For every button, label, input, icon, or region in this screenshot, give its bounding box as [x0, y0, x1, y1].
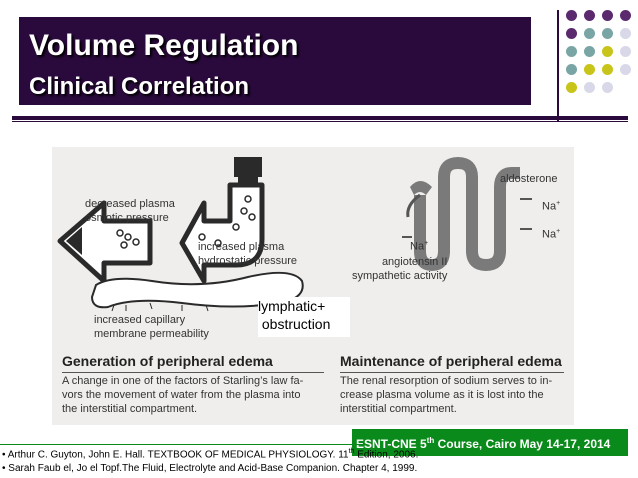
- reference-rule: [0, 444, 365, 445]
- decorative-dot: [620, 28, 631, 39]
- decorative-dot: [566, 64, 577, 75]
- hydrostatic-label: increased plasma hydrostatic pressure: [198, 241, 298, 267]
- decorative-dot: [584, 46, 595, 57]
- na-label-left: Na+: [410, 240, 429, 253]
- vertical-divider: [557, 10, 559, 122]
- edema-figure: decreased plasma osmotic pressure increa…: [52, 147, 574, 425]
- slide-title: Volume Regulation: [29, 29, 299, 62]
- decorative-dot: [566, 82, 577, 93]
- lymphatic-obstruction-note: lymphatic+ obstruction: [258, 297, 350, 337]
- decorative-dot: [566, 46, 577, 57]
- permeability-label: increased capillary membrane permeabilit…: [94, 314, 209, 340]
- left-panel-heading: Generation of peripheral edema: [62, 353, 273, 369]
- decorative-dot: [602, 28, 613, 39]
- osmotic-label: decreased plasma osmotic pressure: [85, 198, 175, 224]
- decorative-dot: [602, 10, 613, 21]
- decorative-dot: [584, 10, 595, 21]
- aldosterone-label: aldosterone: [500, 173, 558, 185]
- osmotic-arrow-icon: [57, 200, 153, 284]
- angiotensin-label: angiotensin II sympathetic activity: [352, 256, 448, 282]
- na-label-right: Na+: [542, 228, 561, 241]
- title-box: Volume Regulation Clinical Correlation: [19, 17, 531, 105]
- decorative-dot: [584, 82, 595, 93]
- decorative-dot: [602, 46, 613, 57]
- right-panel-description: The renal resorption of sodium serves to…: [340, 375, 553, 415]
- title-rule: [12, 116, 628, 120]
- decorative-dot: [566, 10, 577, 21]
- reference-1: • Arthur C. Guyton, John E. Hall. TEXTBO…: [2, 448, 419, 461]
- course-banner: ESNT-CNE 5th Course, Cairo May 14-17, 20…: [352, 429, 628, 456]
- na-label-top: Na+: [542, 200, 561, 213]
- title-rule-thin: [12, 121, 628, 122]
- kidney-tubule-icon: [402, 157, 532, 271]
- decorative-dot-grid: [566, 10, 638, 102]
- capillary-tube-icon: [90, 271, 304, 312]
- decorative-dot: [602, 82, 613, 93]
- decorative-dot: [620, 10, 631, 21]
- right-panel-rule: [340, 372, 564, 373]
- decorative-dot: [584, 28, 595, 39]
- decorative-dot: [566, 28, 577, 39]
- slide-subtitle: Clinical Correlation: [29, 73, 250, 100]
- left-panel-rule: [62, 372, 324, 373]
- decorative-dot: [584, 64, 595, 75]
- decorative-dot: [620, 64, 631, 75]
- decorative-dot: [602, 64, 613, 75]
- reference-2: • Sarah Faub el, Jo el Topf.The Fluid, E…: [2, 463, 418, 474]
- decorative-dot: [620, 46, 631, 57]
- left-panel-description: A change in one of the factors of Starli…: [62, 375, 304, 415]
- edema-illustration: [57, 157, 532, 312]
- hydrostatic-arrow-icon: [179, 157, 265, 284]
- right-panel-heading: Maintenance of peripheral edema: [340, 353, 562, 369]
